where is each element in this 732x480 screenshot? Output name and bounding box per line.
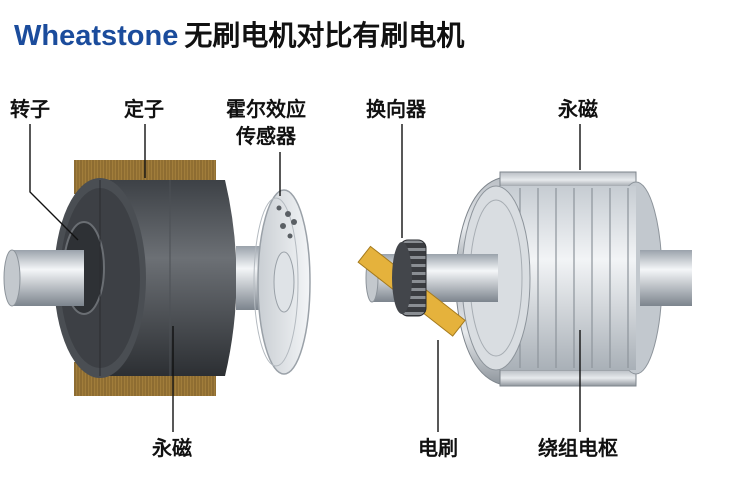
brushless-labels: 转子 定子 霍尔效应 传感器 永磁 bbox=[10, 97, 306, 460]
brushless-motor bbox=[3, 160, 311, 396]
label-rotor: 转子 bbox=[10, 97, 50, 121]
brushed-labels: 换向器 永磁 电刷 绕组电枢 bbox=[366, 97, 618, 460]
label-magnet-left: 永磁 bbox=[151, 436, 192, 460]
shaft-brushed-rear bbox=[640, 250, 692, 306]
label-brush: 电刷 bbox=[418, 436, 458, 460]
label-commutator: 换向器 bbox=[366, 97, 427, 121]
brand-name: Wheatstone bbox=[14, 20, 179, 52]
label-stator: 定子 bbox=[124, 97, 164, 121]
label-magnet-right: 永磁 bbox=[557, 97, 598, 121]
label-hall-sensor-line2: 传感器 bbox=[235, 124, 297, 148]
label-armature: 绕组电枢 bbox=[538, 436, 618, 460]
brushed-motor bbox=[357, 171, 692, 387]
label-hall-sensor-line1: 霍尔效应 bbox=[226, 97, 306, 121]
shaft-left bbox=[12, 250, 84, 306]
title-text: 无刷电机对比有刷电机 bbox=[184, 19, 465, 52]
